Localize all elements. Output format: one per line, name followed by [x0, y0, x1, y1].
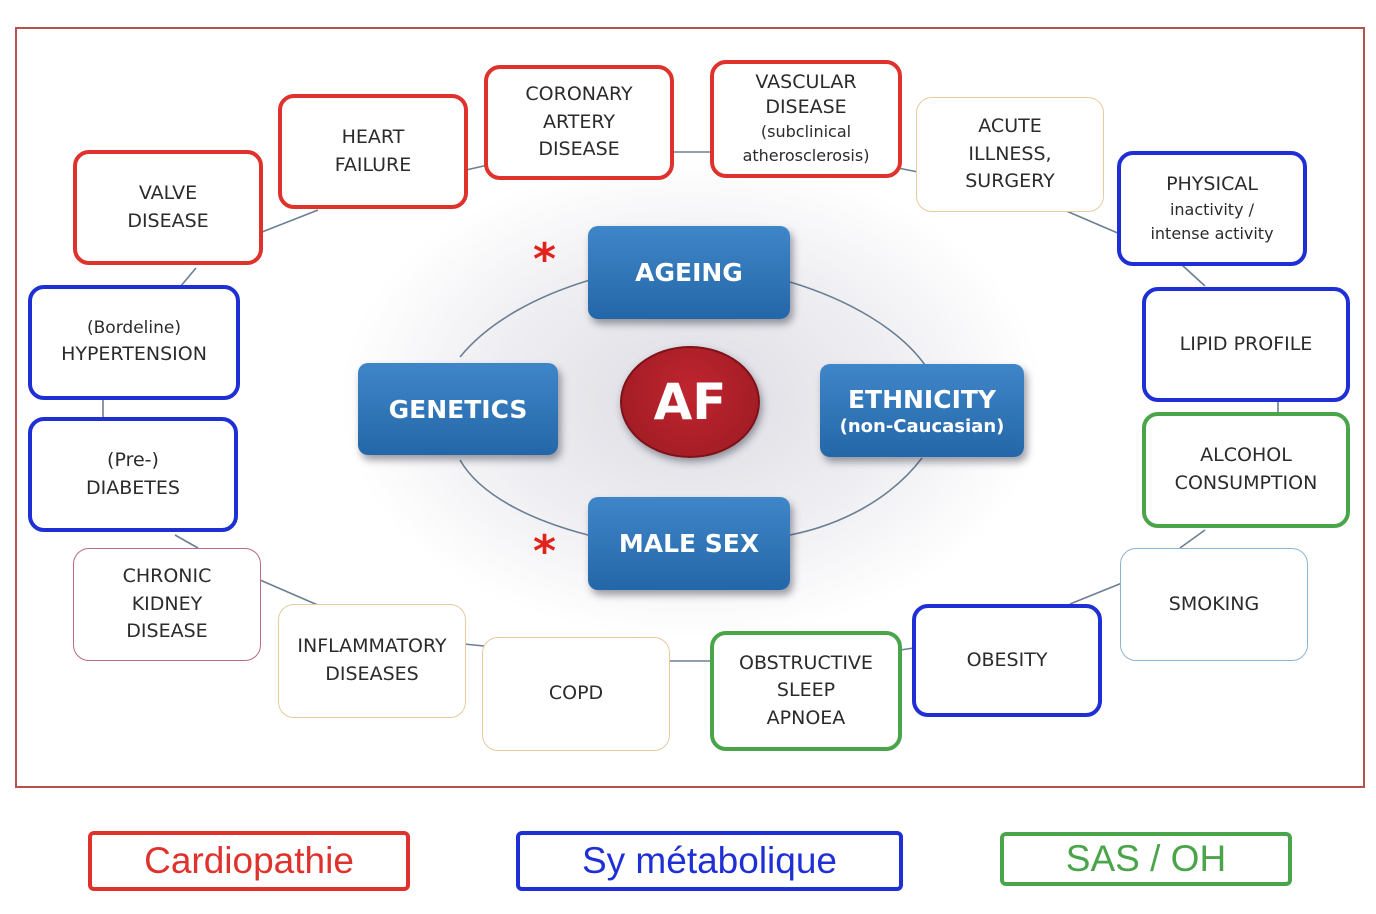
node-label-line: SURGERY	[965, 170, 1055, 193]
core-male-sex-label: MALE SEX	[618, 529, 760, 558]
node-label-line: ALCOHOL	[1200, 444, 1292, 467]
node-alcohol-consumption: ALCOHOL CONSUMPTION	[1142, 412, 1350, 528]
connector-inflammatory-ckd	[259, 579, 321, 607]
legend-sy-metabolique: Sy métabolique	[516, 831, 903, 891]
node-label-line: COPD	[548, 682, 604, 705]
node-label-line: DIABETES	[86, 476, 180, 499]
core-genetics-label: GENETICS	[388, 394, 528, 424]
node-label-line: atherosclerosis)	[742, 145, 870, 165]
node-borderline-hypertension: (Bordeline) HYPERTENSION	[28, 285, 240, 400]
legend-cardiopathie-label: Cardiopathie	[144, 840, 354, 881]
legend-sas-oh: SAS / OH	[1000, 832, 1292, 886]
node-copd: COPD	[482, 637, 670, 751]
af-center: AF	[620, 346, 760, 458]
node-label-line: (Pre-)	[107, 448, 159, 471]
node-chronic-kidney-disease: CHRONIC KIDNEY DISEASE	[73, 548, 261, 661]
node-pre-diabetes: (Pre-) DIABETES	[28, 417, 238, 532]
asterisk-ageing: *	[533, 234, 557, 285]
connector-ageing-ethnicity	[789, 281, 926, 366]
node-smoking: SMOKING	[1120, 548, 1308, 661]
node-label-line: HEART	[341, 125, 405, 148]
node-heart-failure: HEART FAILURE	[278, 94, 468, 209]
connector-physical-lipid	[1181, 264, 1206, 287]
node-label-line: ACUTE	[978, 115, 1042, 138]
node-inflammatory-diseases: INFLAMMATORY DISEASES	[278, 604, 466, 718]
node-label-line: KIDNEY	[131, 592, 203, 615]
legend-sy-metabolique-label: Sy métabolique	[581, 840, 838, 881]
legend-sas-oh-label: SAS / OH	[1065, 838, 1227, 879]
legend-cardiopathie: Cardiopathie	[88, 831, 410, 891]
core-ethnicity: ETHNICITY (non-Caucasian)	[820, 364, 1024, 457]
node-label-line: intense activity	[1150, 224, 1274, 244]
node-label-line: DISEASE	[538, 138, 620, 161]
node-label-line: DISEASE	[126, 620, 208, 643]
core-male-sex: MALE SEX	[588, 497, 790, 590]
node-acute-illness-surgery: ACUTE ILLNESS, SURGERY	[916, 97, 1104, 212]
node-label-line: inactivity /	[1169, 200, 1255, 220]
core-ethnicity-sub: (non-Caucasian)	[839, 415, 1005, 437]
core-ageing: AGEING	[588, 226, 790, 319]
node-label-line: LIPID PROFILE	[1179, 332, 1313, 355]
connector-valve-hypertension	[179, 267, 197, 288]
node-label-line: DISEASES	[325, 663, 419, 685]
node-obesity: OBESITY	[912, 604, 1102, 717]
connector-male-genetics	[459, 459, 589, 536]
node-lipid-profile: LIPID PROFILE	[1142, 287, 1350, 402]
node-label-line: INFLAMMATORY	[297, 635, 447, 658]
node-label-line: CONSUMPTION	[1174, 472, 1318, 494]
node-label-line: (subclinical	[760, 121, 852, 141]
connector-alcohol-smoking	[1179, 529, 1206, 549]
connector-copd-inflammatory	[463, 643, 485, 647]
connector-obesity-osa	[899, 647, 915, 651]
node-valve-disease: VALVE DISEASE	[73, 150, 263, 265]
node-label-line: VASCULAR	[755, 71, 857, 94]
node-label-line: FAILURE	[334, 153, 412, 176]
connector-valve-heart	[261, 209, 319, 233]
node-label-line: ARTERY	[542, 110, 616, 133]
connector-genetics-ageing	[459, 279, 591, 358]
connector-diabetes-ckd	[174, 534, 199, 549]
node-label-line: HYPERTENSION	[61, 343, 207, 366]
connector-vascular-acute	[897, 167, 919, 173]
node-label-line: CORONARY	[525, 83, 633, 106]
node-label-line: PHYSICAL	[1166, 172, 1258, 195]
core-ethnicity-label: ETHNICITY	[847, 384, 997, 414]
asterisk-male-sex: *	[533, 526, 557, 577]
node-label-line: SLEEP	[776, 679, 836, 702]
connector-smoking-obesity	[1069, 582, 1123, 605]
connector-ethnicity-male	[789, 457, 923, 536]
node-label-line: DISEASE	[765, 96, 847, 118]
node-label-line: OBSTRUCTIVE	[739, 651, 873, 674]
core-ageing-label: AGEING	[635, 258, 743, 287]
node-physical-activity: PHYSICAL inactivity / intense activity	[1117, 151, 1307, 266]
node-label-line: OBESITY	[966, 648, 1048, 671]
connector-acute-physical	[1063, 209, 1121, 235]
node-label-line: SMOKING	[1168, 592, 1260, 615]
node-coronary-artery-disease: CORONARY ARTERY DISEASE	[484, 65, 674, 180]
node-obstructive-sleep-apnoea: OBSTRUCTIVE SLEEP APNOEA	[710, 631, 902, 751]
core-genetics: GENETICS	[358, 363, 558, 455]
node-label-line: CHRONIC	[122, 565, 212, 588]
node-label-line: DISEASE	[127, 209, 209, 232]
node-label-line: VALVE	[138, 181, 198, 204]
node-label-line: ILLNESS,	[968, 142, 1052, 165]
node-label-line: APNOEA	[766, 706, 846, 729]
node-label-line: (Bordeline)	[87, 318, 181, 339]
